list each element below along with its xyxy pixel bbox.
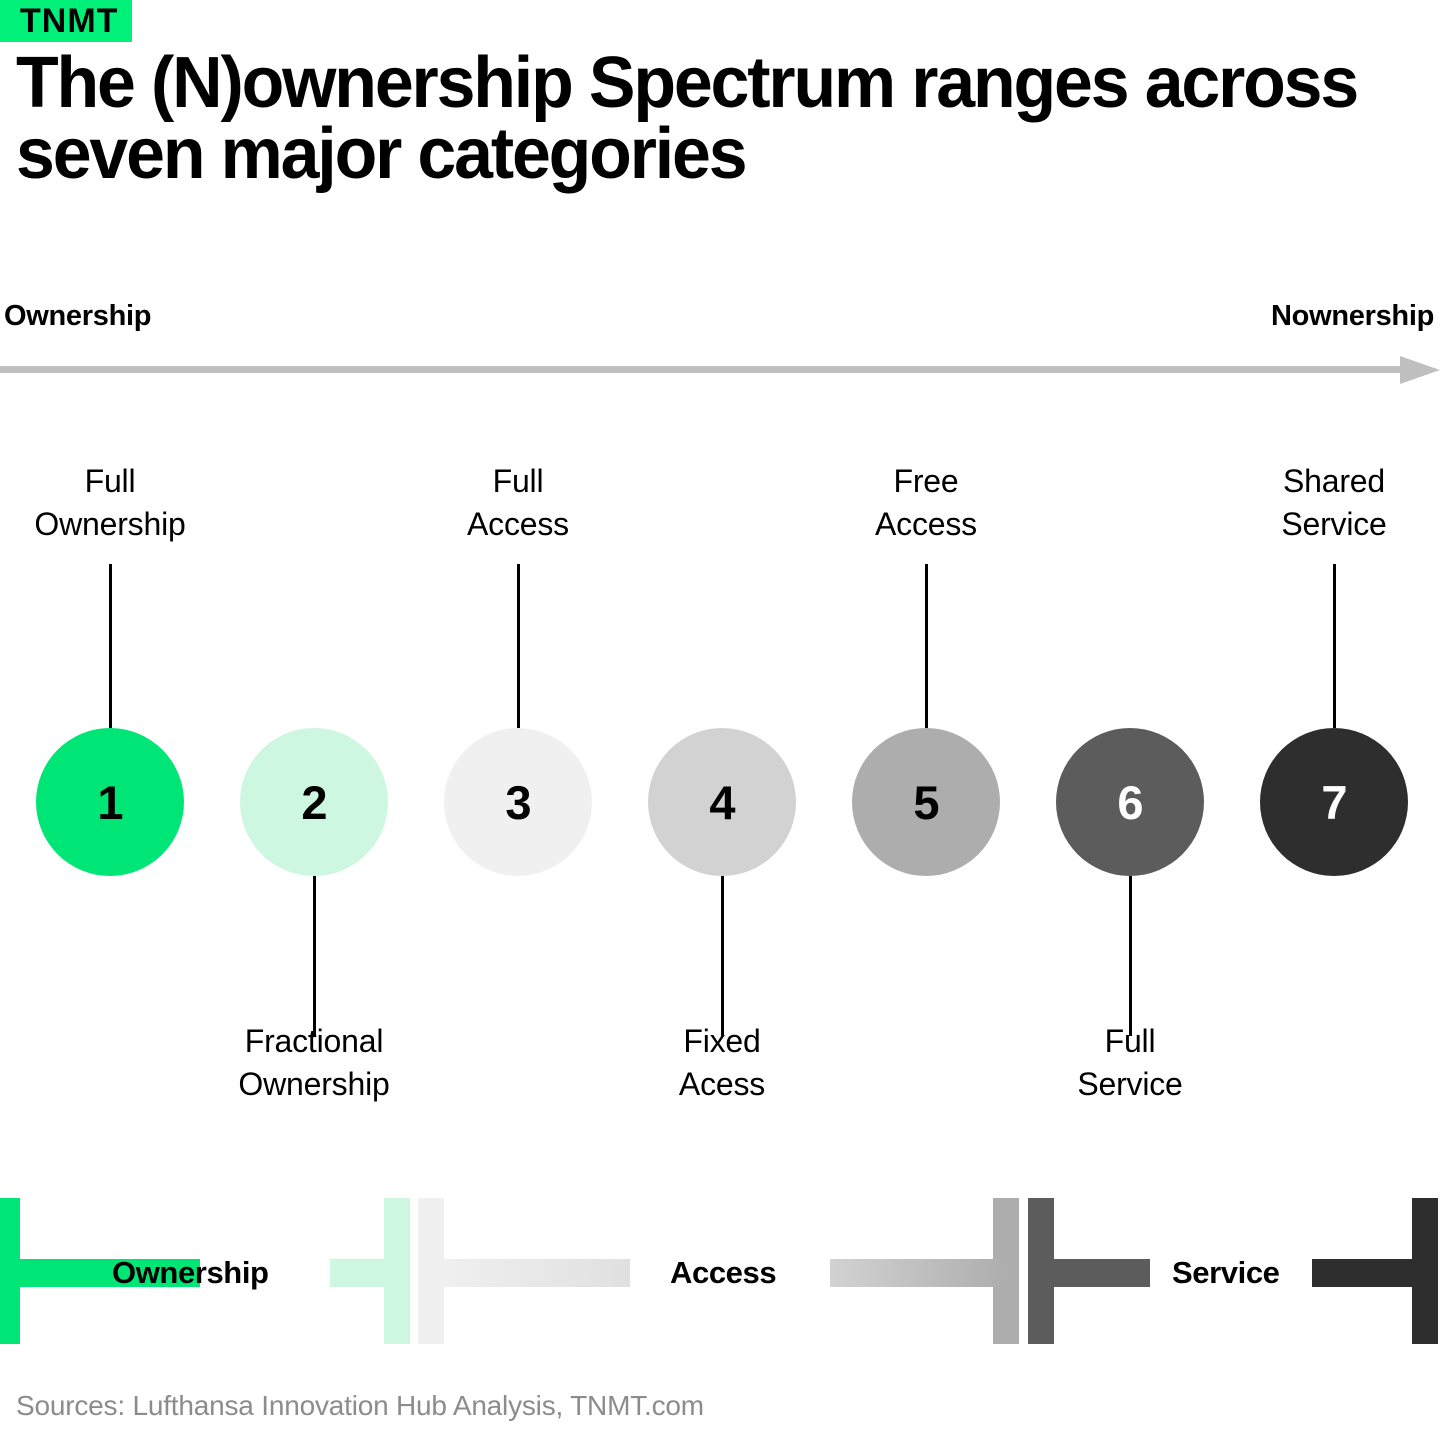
- axis-label-ownership: Ownership: [4, 300, 152, 332]
- node-label-line2: Access: [875, 505, 977, 542]
- band-rule-access-left: [440, 1259, 630, 1287]
- node-connector-line: [925, 564, 928, 728]
- spectrum-arrow-icon: [0, 356, 1440, 384]
- band-rule-ownership-left: [0, 1259, 200, 1287]
- node-number: 4: [709, 775, 735, 829]
- band-rule-service-left: [1040, 1259, 1150, 1287]
- node-connector-line: [1333, 564, 1336, 728]
- node-circle-1[interactable]: 1: [36, 728, 184, 876]
- node-circle-7[interactable]: 7: [1260, 728, 1408, 876]
- node-connector-line: [1129, 876, 1132, 1036]
- node-circle-3[interactable]: 3: [444, 728, 592, 876]
- node-number: 5: [913, 775, 939, 829]
- node-number: 2: [301, 775, 327, 829]
- sources-note: Sources: Lufthansa Innovation Hub Analys…: [16, 1390, 704, 1421]
- node-number: 3: [505, 775, 531, 829]
- node-number: 1: [97, 775, 123, 829]
- logo-text: TNMT: [20, 2, 119, 40]
- node-connector-line: [721, 876, 724, 1036]
- node-label-line1: Full: [84, 463, 136, 499]
- band-rule-ownership-right: [330, 1259, 410, 1287]
- node-label-line2: Access: [467, 505, 569, 542]
- node-label-line1: Shared: [1283, 463, 1385, 499]
- category-band: Ownership Access Service: [0, 1198, 1440, 1368]
- page-title: The (N)ownership Spectrum ranges across …: [16, 43, 1359, 194]
- node-circle-5[interactable]: 5: [852, 728, 1000, 876]
- node-circle-6[interactable]: 6: [1056, 728, 1204, 876]
- axis-label-nownership: Nownership: [1271, 300, 1434, 332]
- band-label-access: Access: [670, 1255, 777, 1290]
- node-circle-2[interactable]: 2: [240, 728, 388, 876]
- node-connector-line: [109, 564, 112, 728]
- node-label-line2: Ownership: [34, 505, 186, 542]
- node-number: 7: [1321, 775, 1347, 829]
- band-label-ownership: Ownership: [112, 1255, 269, 1290]
- band-tick-access-start: [418, 1198, 444, 1344]
- node-connector-line: [313, 876, 316, 1036]
- node-circle-4[interactable]: 4: [648, 728, 796, 876]
- node-label-line2: Service: [1077, 1065, 1183, 1102]
- node-label-line1: Full: [492, 463, 544, 499]
- band-rule-access-right: [830, 1259, 1010, 1287]
- node-number: 6: [1117, 775, 1143, 829]
- tnmt-logo: TNMT: [0, 0, 133, 42]
- node-label-line2: Acess: [678, 1065, 766, 1102]
- node-label-line2: Service: [1281, 505, 1387, 542]
- node-connector-line: [517, 564, 520, 728]
- node-label-line1: Free: [893, 463, 959, 499]
- band-label-service: Service: [1172, 1255, 1280, 1290]
- node-label-line2: Ownership: [238, 1065, 390, 1102]
- band-rule-service-right: [1312, 1259, 1427, 1287]
